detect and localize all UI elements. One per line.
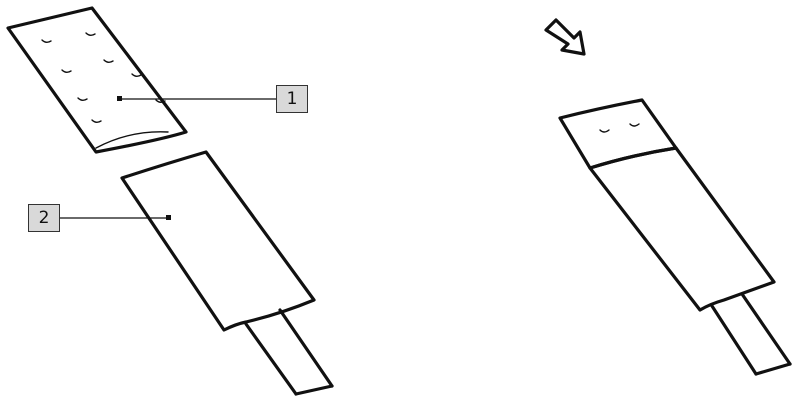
- patch: [6, 6, 188, 154]
- callout-2: 2: [28, 204, 60, 232]
- leader-dot-2: [166, 215, 171, 220]
- assembled-device: [558, 98, 792, 376]
- callout-1: 1: [276, 85, 308, 113]
- tip: [120, 150, 334, 396]
- leader-dot-1: [117, 96, 122, 101]
- arrow-down-right-icon: [544, 18, 586, 56]
